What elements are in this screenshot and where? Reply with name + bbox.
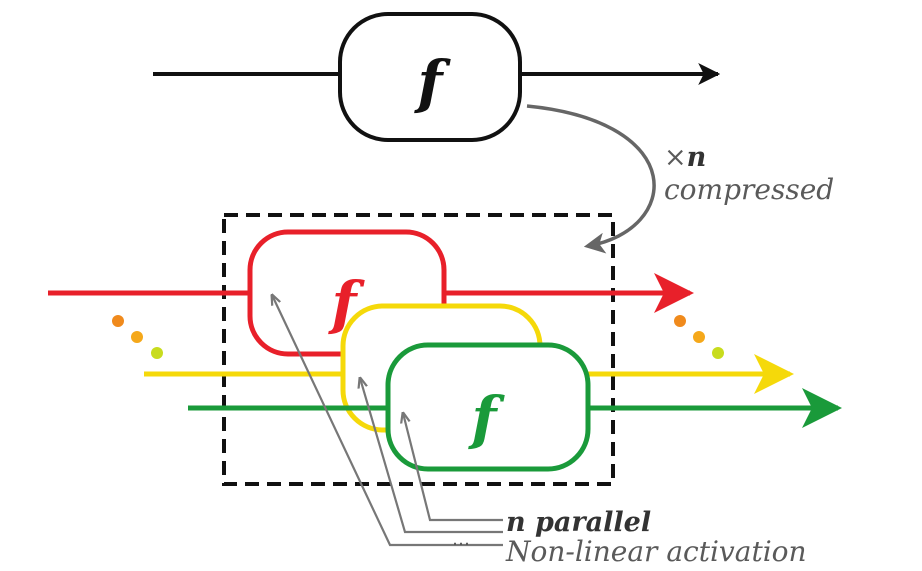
compress-arrow xyxy=(526,104,656,254)
output-dot-orange xyxy=(674,315,686,327)
input-dot-amber xyxy=(131,331,143,343)
activation-label: Non-linear activation xyxy=(505,535,807,568)
green-function-block xyxy=(385,342,591,472)
output-dot-amber xyxy=(693,331,705,343)
compress-label: compressed xyxy=(664,173,834,206)
activation-pointer-yellow xyxy=(360,378,503,534)
input-dot-orange xyxy=(112,315,124,327)
top-function-block xyxy=(338,12,522,142)
ellipsis-marker: … xyxy=(452,529,470,550)
compress-multiplier: ×n xyxy=(664,142,706,173)
n-parallel-label: n parallel xyxy=(506,507,651,538)
activation-pointer-red xyxy=(272,295,503,547)
input-dot-lime xyxy=(151,347,163,359)
output-dot-lime xyxy=(712,347,724,359)
activation-pointer-green xyxy=(403,413,503,522)
